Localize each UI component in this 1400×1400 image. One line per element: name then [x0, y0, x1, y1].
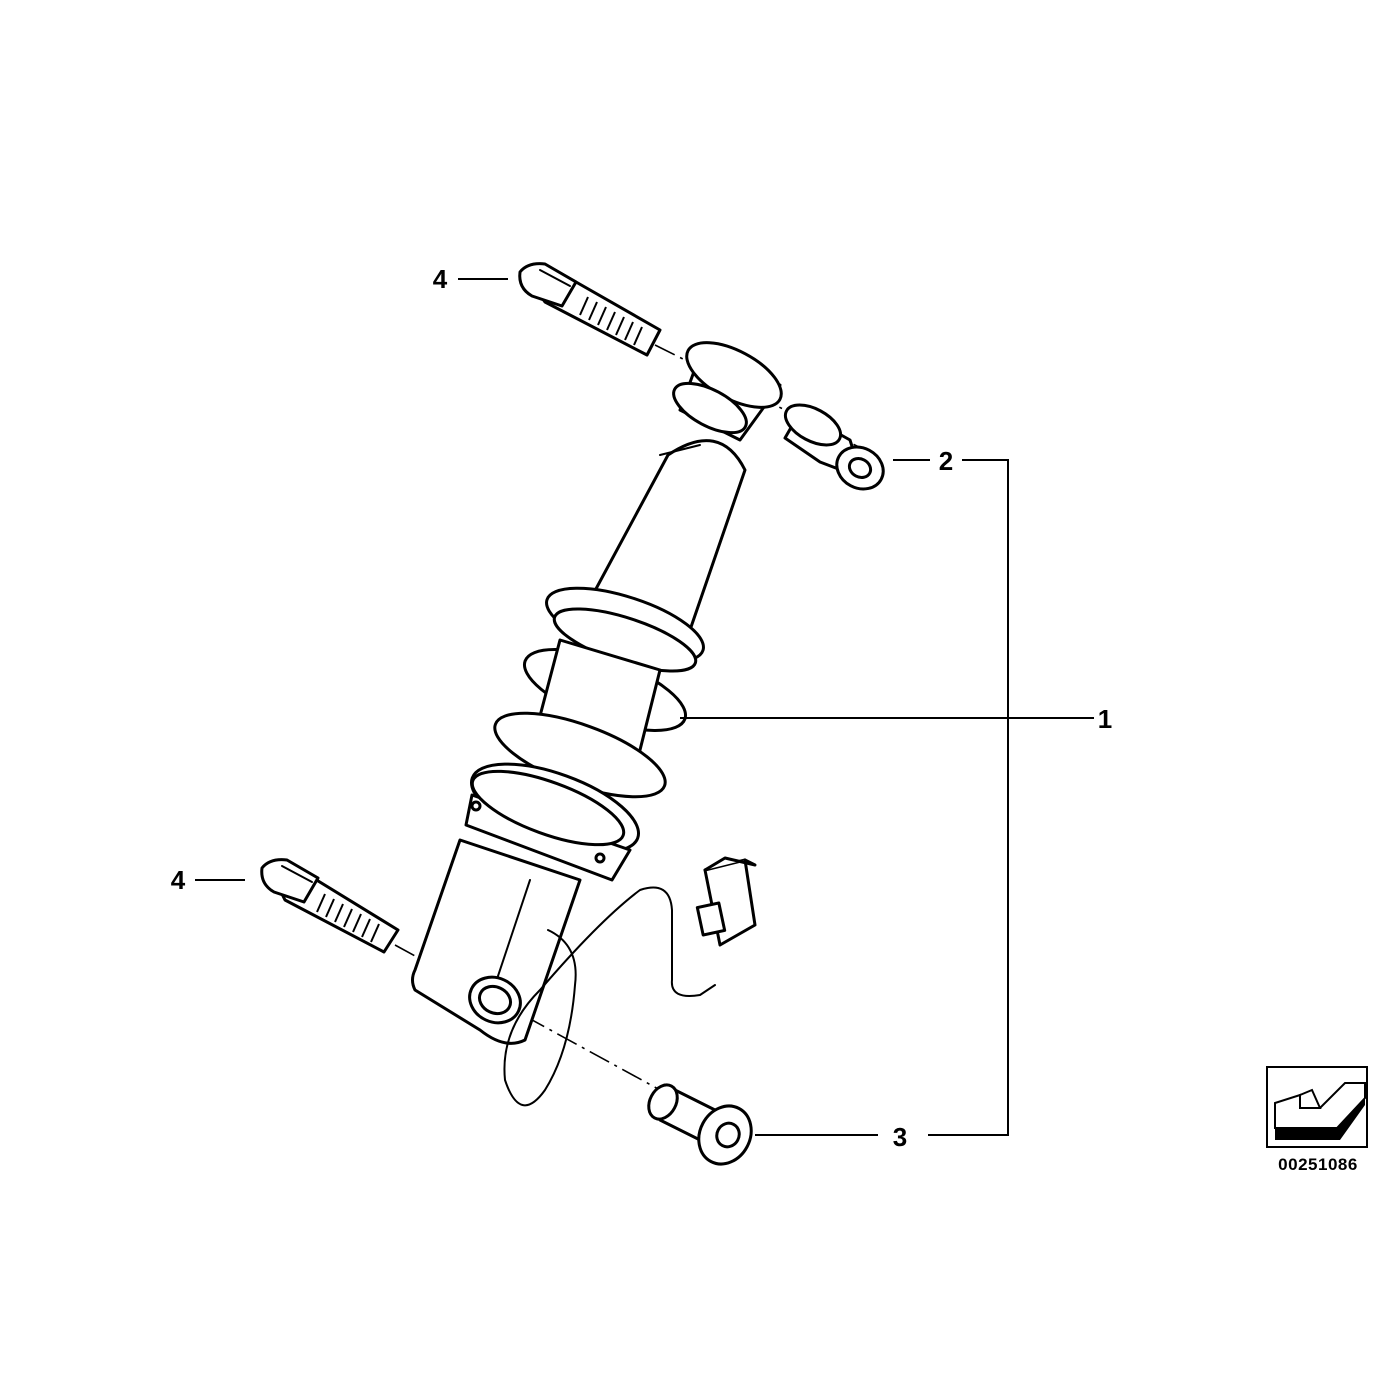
leader-lines	[195, 278, 1094, 1136]
upper-bolt[interactable]	[518, 262, 662, 357]
callout-1: 1	[1098, 704, 1112, 734]
callout-2: 2	[939, 446, 953, 476]
orientation-arrow-icon	[1266, 1066, 1368, 1148]
sleeve[interactable]	[643, 1080, 761, 1173]
bushing[interactable]	[779, 397, 891, 497]
callout-3: 3	[893, 1122, 907, 1152]
lower-bolt[interactable]	[260, 858, 400, 954]
callout-4-upper: 4	[433, 264, 448, 294]
diagram-code: 00251086	[1278, 1155, 1358, 1174]
shock-absorber[interactable]	[411, 329, 792, 1107]
callout-4-lower: 4	[171, 865, 186, 895]
